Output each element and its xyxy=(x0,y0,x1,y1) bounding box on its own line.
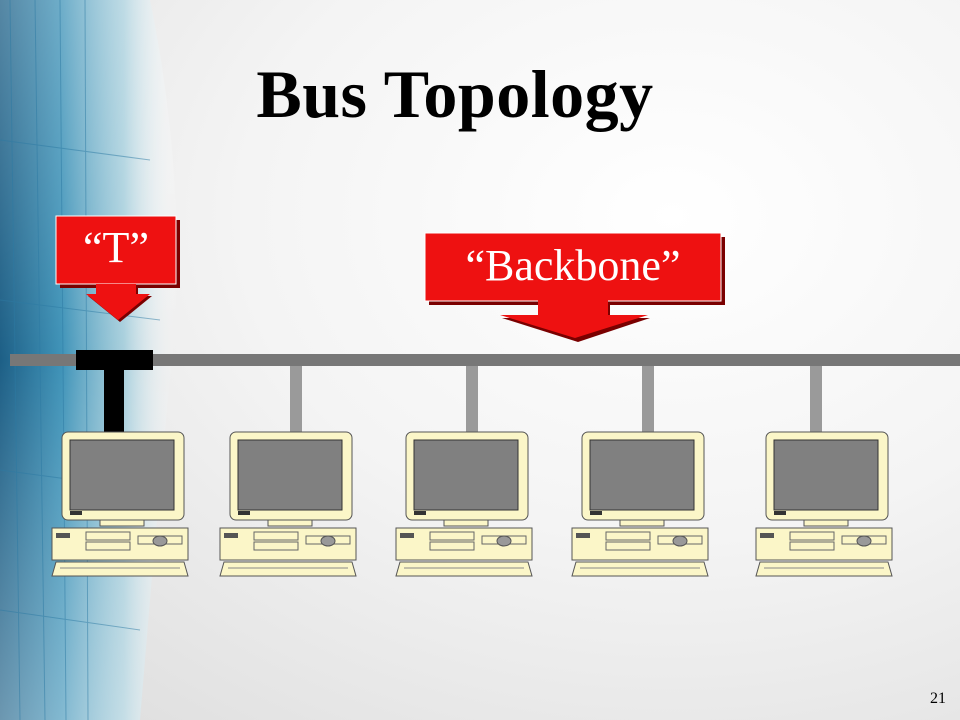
drive-bay xyxy=(253,531,299,541)
monitor-stand xyxy=(803,519,849,527)
drive-slot xyxy=(760,533,774,538)
drive-button xyxy=(496,535,512,547)
bus-backbone-line xyxy=(10,354,960,366)
computer xyxy=(395,431,533,577)
power-led xyxy=(70,511,82,515)
drop-line xyxy=(810,366,822,432)
monitor-screen xyxy=(773,439,879,511)
drop-line xyxy=(642,366,654,432)
monitor-stand xyxy=(619,519,665,527)
drive-bay xyxy=(429,541,475,551)
keyboard xyxy=(755,561,893,577)
computer xyxy=(51,431,189,577)
drop-line xyxy=(290,366,302,432)
monitor-screen xyxy=(413,439,519,511)
t-callout xyxy=(55,215,180,322)
system-unit xyxy=(571,527,709,561)
monitor-screen xyxy=(589,439,695,511)
drive-slot xyxy=(224,533,238,538)
computer xyxy=(571,431,709,577)
drive-button xyxy=(856,535,872,547)
drive-bay xyxy=(789,541,835,551)
slide-title: Bus Topology xyxy=(256,56,654,132)
monitor-stand xyxy=(99,519,145,527)
drive-button xyxy=(672,535,688,547)
keyboard xyxy=(51,561,189,577)
computer xyxy=(755,431,893,577)
keyboard xyxy=(395,561,533,577)
monitor-screen xyxy=(237,439,343,511)
t-connector xyxy=(76,350,153,432)
drive-bay xyxy=(85,531,131,541)
drive-bay xyxy=(789,531,835,541)
drive-bay xyxy=(429,531,475,541)
backbone-callout xyxy=(424,232,725,342)
page-number: 21 xyxy=(930,690,946,707)
computer xyxy=(219,431,357,577)
drive-bay xyxy=(605,541,651,551)
drive-slot xyxy=(576,533,590,538)
power-led xyxy=(414,511,426,515)
power-led xyxy=(774,511,786,515)
monitor-stand xyxy=(267,519,313,527)
drive-bay xyxy=(605,531,651,541)
backbone-callout-label: “Backbone” xyxy=(465,241,681,290)
t-callout-label: “T” xyxy=(83,223,149,272)
monitor-screen xyxy=(69,439,175,511)
drive-bay xyxy=(85,541,131,551)
drive-slot xyxy=(400,533,414,538)
keyboard xyxy=(219,561,357,577)
drive-slot xyxy=(56,533,70,538)
drive-bay xyxy=(253,541,299,551)
drive-button xyxy=(320,535,336,547)
power-led xyxy=(238,511,250,515)
power-led xyxy=(590,511,602,515)
drop-line xyxy=(466,366,478,432)
drive-button xyxy=(152,535,168,547)
keyboard xyxy=(571,561,709,577)
monitor-stand xyxy=(443,519,489,527)
